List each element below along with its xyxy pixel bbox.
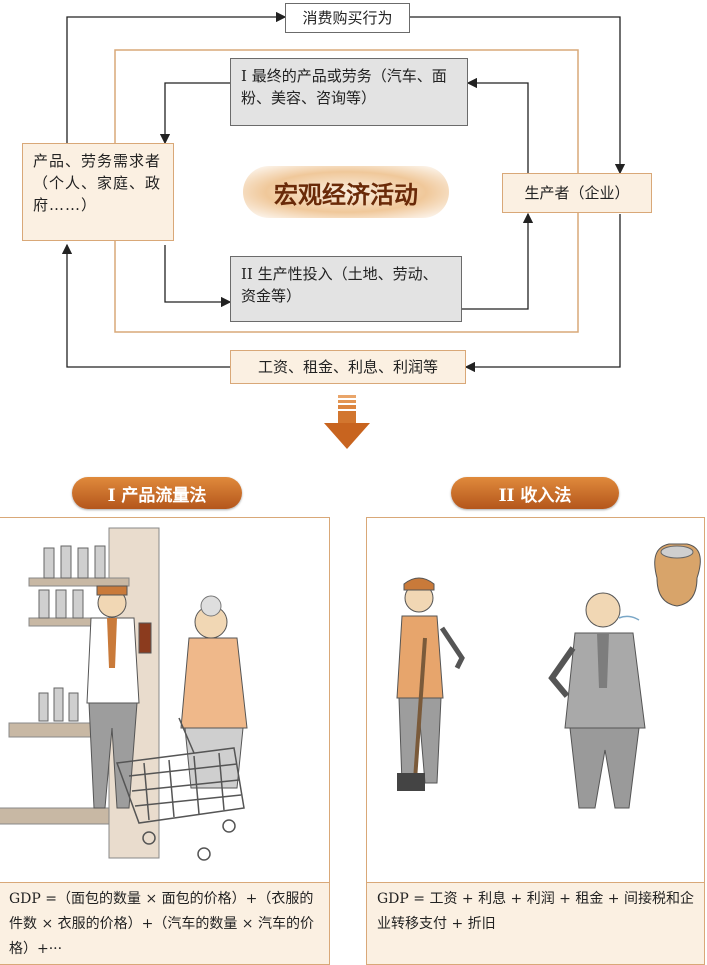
final-products-box: I 最终的产品或劳务（汽车、面粉、美容、咨询等） — [230, 58, 468, 126]
income-method-banner: II 收入法 — [451, 477, 619, 509]
productive-inputs-box: II 生产性投入（土地、劳动、资金等） — [230, 256, 462, 322]
shop-illustration — [0, 527, 248, 861]
macro-activity-title: 宏观经济活动 — [243, 166, 449, 218]
product-flow-panel: GDP =（面包的数量 × 面包的价格）+（衣服的件数 × 衣服的价格）+（汽车… — [0, 517, 330, 965]
product-flow-formula: GDP =（面包的数量 × 面包的价格）+（衣服的件数 × 衣服的价格）+（汽车… — [0, 882, 329, 964]
producer-box: 生产者（企业） — [502, 173, 652, 213]
down-arrow-icon — [324, 395, 370, 449]
macro-activity-title-text: 宏观经济活动 — [274, 179, 418, 209]
consumer-purchase-label: 消费购买行为 — [285, 3, 410, 33]
income-formula: GDP = 工资 + 利息 + 利润 + 租金 + 间接税和企业转移支付 + 折… — [367, 882, 704, 964]
income-panel: GDP = 工资 + 利息 + 利润 + 租金 + 间接税和企业转移支付 + 折… — [366, 517, 705, 965]
product-flow-method-label: I 产品流量法 — [107, 485, 207, 506]
income-method-label: II 收入法 — [498, 485, 572, 506]
income-flows-label: 工资、租金、利息、利润等 — [230, 350, 466, 384]
consumers-box: 产品、劳务需求者（个人、家庭、政府……） — [22, 143, 174, 241]
income-illustration — [396, 543, 701, 809]
product-flow-method-banner: I 产品流量法 — [72, 477, 242, 509]
